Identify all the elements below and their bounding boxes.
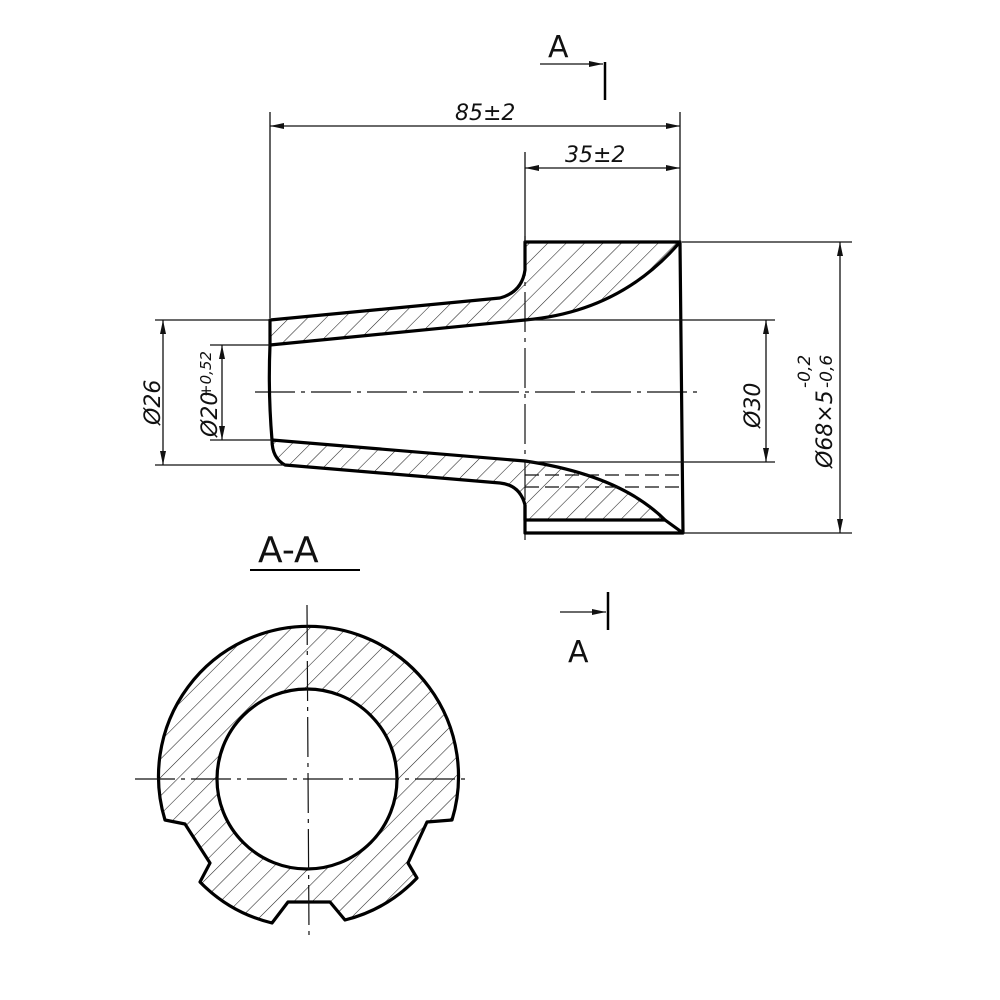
section-view [135,604,465,936]
lower-hatched-section [270,438,667,522]
dim-outer-left: Ø26 [141,380,166,426]
section-marker-top: A [540,30,607,100]
dim-flange-length: 35±2 [565,143,625,168]
dimensions: 85±2 35±2 Ø68×5 -0,2 -0,6 Ø30 Ø26 Ø20 +0… [141,101,852,534]
left-face [267,344,274,441]
side-view [255,236,775,540]
section-marker-bottom: A [560,592,610,670]
upper-hatched-section [268,240,682,347]
flange-outline [523,241,685,535]
dim-bore-left-tol: +0,52 [197,351,215,397]
section-letter-top: A [548,30,569,65]
section-title: A-A [258,530,319,571]
section-letter-bottom: A [568,635,589,670]
dim-flange-tol-lower: -0,6 [817,355,837,388]
dim-bore-right: Ø30 [741,383,766,429]
dim-overall-length: 85±2 [455,101,515,126]
dim-bore-left: Ø20 [198,392,223,438]
dim-flange-tol-upper: -0,2 [795,355,815,388]
dim-flange-diameter: Ø68×5 [813,390,838,469]
